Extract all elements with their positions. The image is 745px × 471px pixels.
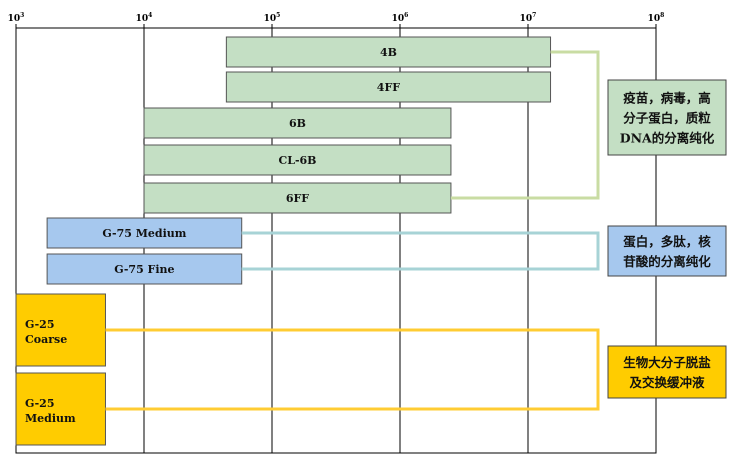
x-tick-label: 103	[8, 12, 25, 24]
category-text: 生物大分子脱盐及交换缓冲液	[623, 355, 711, 390]
group-connector	[450, 50, 600, 200]
bar-label: 6B	[289, 117, 306, 130]
bar-g-25-medium	[15, 372, 106, 446]
x-tick-label: 105	[264, 12, 281, 24]
bar-g-25-coarse	[15, 293, 106, 367]
x-tick-label: 104	[136, 12, 153, 24]
bar-label: 6FF	[286, 192, 309, 205]
category-box	[607, 79, 727, 156]
bar-label: CL-6B	[278, 154, 316, 167]
bar-label: 4FF	[377, 81, 400, 94]
category-box	[607, 225, 727, 277]
category-text: 蛋白，多肽，核苷酸的分离纯化	[623, 234, 711, 269]
bar-6ff	[143, 182, 452, 214]
bar-cl-6b	[143, 144, 452, 176]
x-tick-label: 107	[520, 12, 537, 24]
bar-label: G-75 Medium	[102, 227, 186, 240]
category-box	[607, 345, 727, 399]
bar-label: G-75 Fine	[114, 263, 174, 276]
x-tick-label: 108	[648, 12, 665, 24]
bar-4ff	[225, 71, 552, 103]
bar-label: 4B	[380, 46, 397, 59]
group-connector	[241, 231, 600, 271]
bar-6b	[143, 107, 452, 139]
x-tick-label: 106	[392, 12, 409, 24]
bar-4b	[225, 36, 552, 68]
group-connector	[105, 328, 600, 411]
